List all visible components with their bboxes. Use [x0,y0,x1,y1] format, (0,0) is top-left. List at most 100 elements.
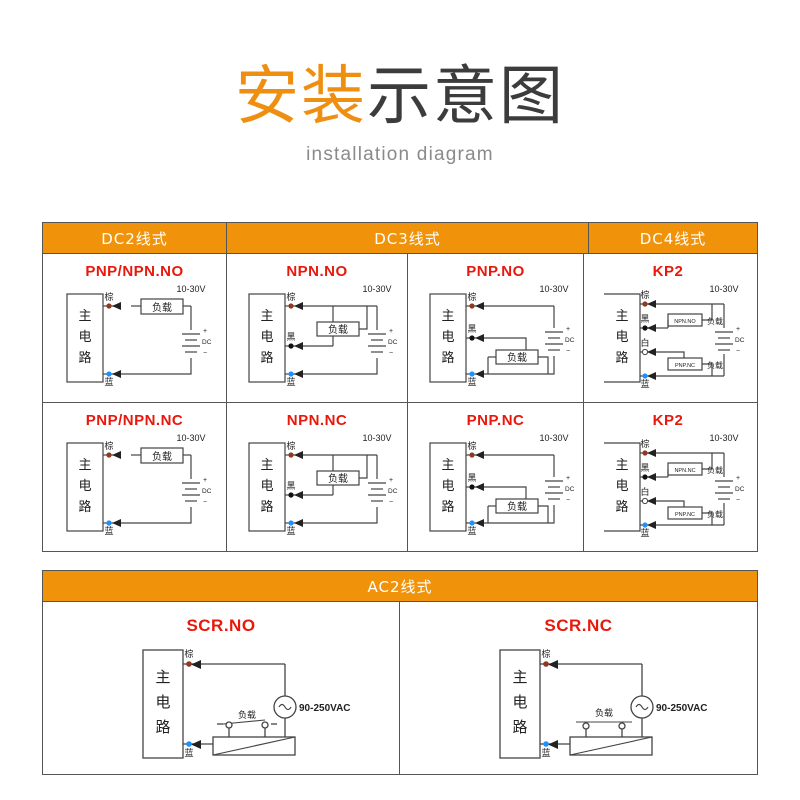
svg-text:路: 路 [260,350,273,366]
svg-text:负载: 负载 [707,509,723,519]
diagram-cell-npn-nc: NPN.NC [227,403,408,551]
svg-text:黑: 黑 [467,473,476,484]
svg-text:NPN.NO: NPN.NO [674,319,696,325]
cell-title: KP2 [652,412,684,429]
svg-text:棕: 棕 [104,291,113,303]
svg-text:电: 电 [260,330,273,345]
svg-text:棕: 棕 [286,291,295,303]
svg-text:黑: 黑 [640,314,649,325]
svg-text:电: 电 [615,330,628,345]
svg-text:主: 主 [441,309,454,324]
svg-text:+: + [203,477,207,484]
svg-text:电: 电 [155,693,170,711]
dc-table-row-nc: PNP/NPN.NC [43,402,757,551]
svg-text:NPN.NC: NPN.NC [674,468,695,474]
page-title: 安装示意图 [0,62,800,132]
svg-text:电: 电 [441,479,454,494]
diagram-cell-kp2-nc: KP2 [584,403,752,551]
wiring-schematic-scr-no: 主 电 路 棕 蓝 负载 90-250VAC [43,602,399,774]
svg-text:电: 电 [512,693,527,711]
cell-title: PNP/NPN.NO [85,263,184,280]
svg-text:蓝: 蓝 [467,525,476,537]
wiring-schematic-kp2-nc: 主 电 路 棕 黑 白 蓝 NPN.NC 负载 PNP.NC 负载 10-30V… [584,403,752,551]
svg-text:−: − [566,497,570,504]
cell-title: PNP.NC [466,412,525,429]
cell-title: PNP/NPN.NC [85,412,184,429]
svg-text:PNP.NC: PNP.NC [675,363,695,369]
wiring-schematic-scr-nc: 主 电 路 棕 蓝 负载 90-250VAC [400,602,757,774]
page-header: 安装示意图 installation diagram [0,0,800,166]
svg-text:负载: 负载 [595,707,613,719]
svg-text:DC: DC [202,488,212,495]
svg-text:+: + [389,477,393,484]
svg-text:路: 路 [260,499,273,515]
svg-text:DC: DC [388,488,398,495]
svg-text:黑: 黑 [286,332,295,343]
wiring-schematic-pnp-nc: 主 电 路 棕 黑 蓝 负载 10-30V + DC − [408,403,583,551]
cell-title: SCR.NC [544,616,613,635]
wiring-schematic-kp2-no: 主 电 路 棕 黑 白 蓝 NPN.NO 负载 PNP.NC 负载 10-30V… [584,254,752,402]
svg-text:蓝: 蓝 [286,525,295,537]
svg-text:DC: DC [202,339,212,346]
svg-text:白: 白 [640,337,649,349]
svg-text:10-30V: 10-30V [539,284,568,294]
page-title-dark: 示意图 [367,60,565,134]
svg-text:蓝: 蓝 [104,376,113,388]
dc-header-dc3: DC3线式 [227,223,589,253]
svg-text:负载: 负载 [707,316,723,326]
svg-text:−: − [389,499,393,506]
wiring-schematic-pnp-npn-no: 主 电 路 棕 蓝 负载 10-30V + DC − [43,254,226,402]
ac-header-ac2: AC2线式 [367,577,433,596]
cell-title: PNP.NO [466,263,525,280]
page-subtitle: installation diagram [306,144,494,165]
diagram-cell-pnp-npn-nc: PNP/NPN.NC [43,403,227,551]
svg-text:+: + [736,326,740,333]
svg-text:白: 白 [640,486,649,498]
svg-text:黑: 黑 [640,463,649,474]
svg-text:负载: 负载 [328,323,348,336]
svg-text:主: 主 [155,668,170,686]
ac-wiring-table: AC2线式 SCR.NO [42,570,758,775]
dc-table-row-no: PNP/NPN.NO [43,253,757,402]
cell-title: NPN.NO [286,263,348,280]
svg-text:+: + [203,328,207,335]
svg-text:+: + [566,475,570,482]
svg-text:10-30V: 10-30V [362,284,391,294]
svg-text:棕: 棕 [286,440,295,452]
svg-text:蓝: 蓝 [184,747,193,759]
svg-text:棕: 棕 [541,648,550,660]
diagram-cell-npn-no: NPN.NO [227,254,408,402]
svg-text:主: 主 [512,668,527,686]
svg-text:主: 主 [78,458,91,473]
svg-text:PNP.NC: PNP.NC [675,512,695,518]
diagram-cell-pnp-no: PNP.NO [408,254,584,402]
svg-text:90-250VAC: 90-250VAC [656,703,708,714]
svg-text:−: − [566,348,570,355]
svg-text:棕: 棕 [467,440,476,452]
svg-text:棕: 棕 [640,438,649,450]
diagram-cell-kp2-no: KP2 [584,254,752,402]
svg-text:DC: DC [735,486,745,493]
svg-text:路: 路 [78,499,91,515]
svg-text:主: 主 [78,309,91,324]
svg-text:电: 电 [441,330,454,345]
diagram-cell-pnp-npn-no: PNP/NPN.NO [43,254,227,402]
svg-text:主: 主 [260,309,273,324]
svg-text:路: 路 [615,499,628,515]
svg-text:蓝: 蓝 [541,747,550,759]
svg-text:蓝: 蓝 [467,376,476,388]
diagram-cell-pnp-nc: PNP.NC [408,403,584,551]
svg-text:电: 电 [78,479,91,494]
svg-text:10-30V: 10-30V [539,433,568,443]
cell-title: KP2 [652,263,684,280]
svg-text:负载: 负载 [507,351,527,364]
wiring-schematic-pnp-npn-nc: 主 电 路 棕 蓝 负载 10-30V + DC − [43,403,226,551]
page-title-orange: 安装 [235,60,367,134]
dc-header-dc4: DC4线式 [639,229,707,248]
ac-table-header-row: AC2线式 [43,571,757,601]
svg-text:10-30V: 10-30V [709,433,738,443]
svg-text:DC: DC [388,339,398,346]
svg-text:90-250VAC: 90-250VAC [299,703,351,714]
wiring-schematic-npn-nc: 主 电 路 棕 黑 蓝 负载 10-30V + DC − [227,403,407,551]
